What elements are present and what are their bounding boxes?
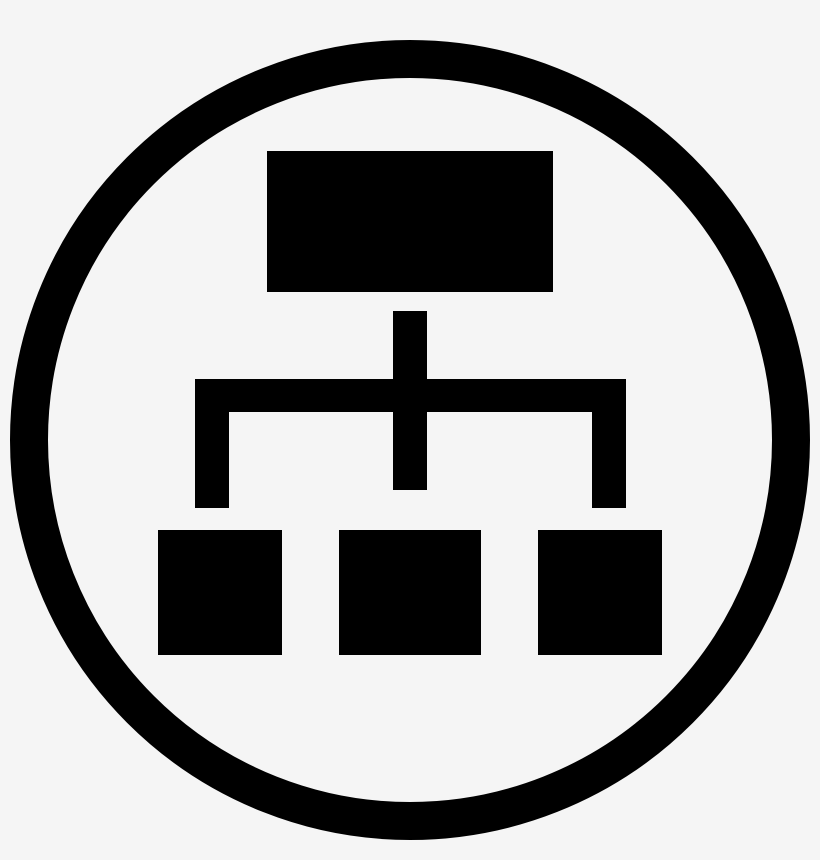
connector-vertical-right: [592, 379, 626, 508]
child-node-left: [158, 530, 282, 655]
connector-vertical-left: [195, 379, 229, 508]
connector-vertical-top: [393, 311, 427, 381]
child-node-center: [339, 530, 481, 655]
outer-ring: [10, 40, 810, 840]
connector-vertical-center: [393, 379, 427, 490]
child-node-right: [538, 530, 662, 655]
top-node: [267, 151, 553, 292]
